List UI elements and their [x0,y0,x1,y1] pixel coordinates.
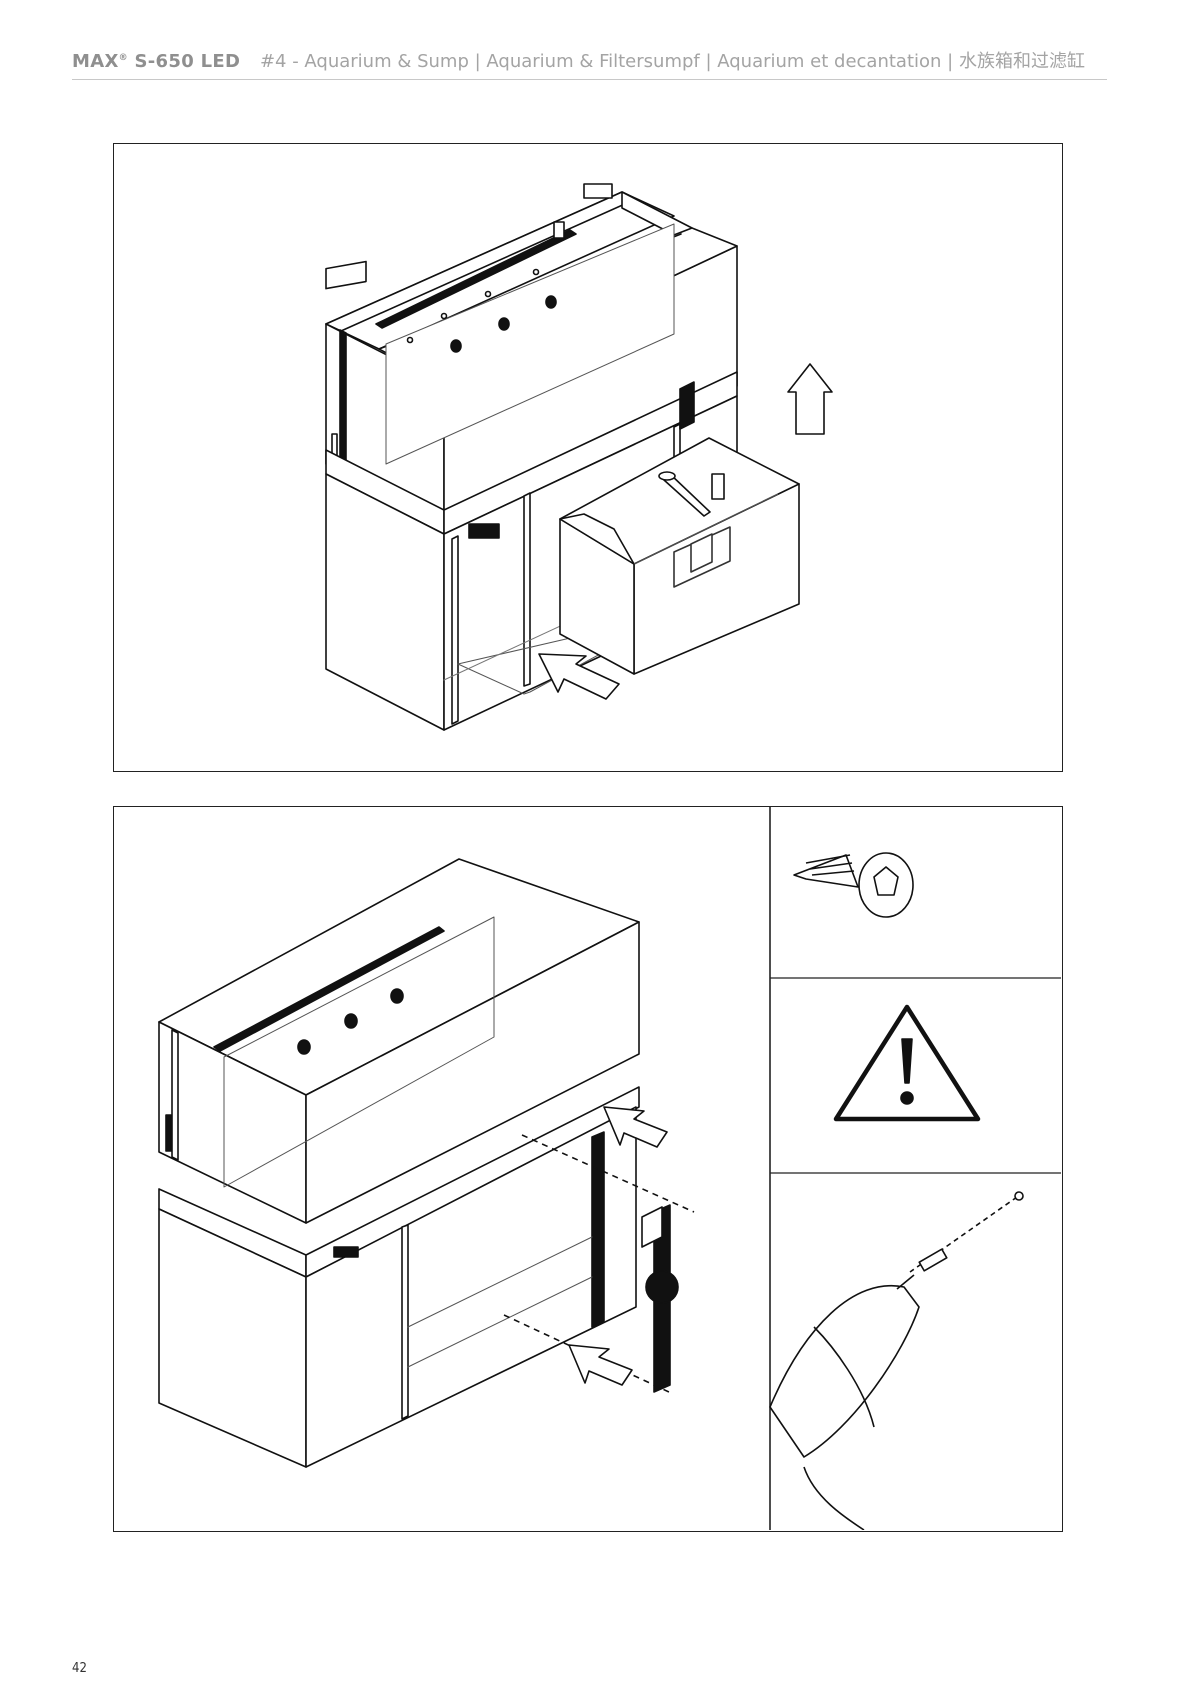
figure-panel-sump-insertion [113,143,1063,772]
drill-icon [770,1192,1023,1530]
page-header: MAX® S-650 LED #4 - Aquarium & Sump | Aq… [72,44,1107,80]
arrow-up-icon [788,364,832,434]
screw-icon [794,853,913,917]
arrow-push-icon [539,654,619,699]
model-name: MAX® S-650 LED [72,51,240,72]
model-brand: MAX [72,51,119,72]
page-number: 42 [72,1661,87,1676]
cabinet-sump-illustration [114,144,1061,770]
cabinet-brace-illustration [114,807,1061,1530]
model-variant: S-650 LED [135,51,241,72]
model-trademark: ® [119,53,128,63]
figure-panel-brace-installation [113,806,1063,1532]
warning-icon [836,1007,978,1119]
section-title: #4 - Aquarium & Sump | Aquarium & Filter… [260,51,1085,72]
